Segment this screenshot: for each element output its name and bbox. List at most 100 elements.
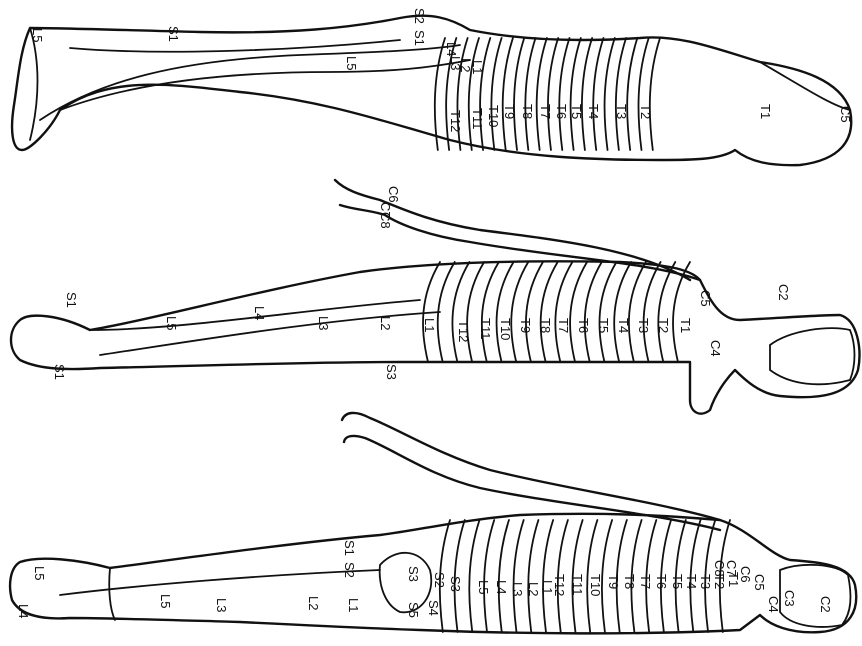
label-bot-L4: L4	[495, 580, 508, 594]
dermatome-band-line	[616, 38, 626, 150]
label-bot-T8: T8	[623, 574, 636, 589]
top-figure-outline	[12, 16, 851, 166]
label-mid-T3: T3	[637, 318, 650, 333]
dermatome-band-line	[480, 38, 490, 150]
label-top-S2: S2	[413, 8, 426, 24]
label-mid-C5: C5	[699, 290, 712, 307]
label-mid-C4: C4	[709, 340, 722, 357]
dermatome-band-line	[491, 38, 501, 150]
label-mid-T8: T8	[539, 318, 552, 333]
label-top-T5: T5	[570, 104, 583, 119]
dermatome-band-line	[525, 38, 535, 150]
label-mid-T12: T12	[457, 320, 470, 342]
dermatome-band-line	[499, 520, 509, 632]
label-bot-T9: T9	[607, 574, 620, 589]
label-mid-L4: L4	[253, 306, 266, 320]
label-top-S1-buttock: S1	[413, 30, 426, 46]
label-bot-T4: T4	[685, 574, 698, 589]
dermatome-band-line	[650, 38, 660, 150]
label-bot-C4: C4	[767, 596, 780, 613]
dermatome-band-line	[627, 38, 637, 150]
dermatome-band-line	[638, 38, 648, 150]
dermatome-band-line	[503, 38, 513, 150]
label-bot-L1-leg: L1	[347, 598, 360, 612]
label-bot-C3: C3	[783, 590, 796, 607]
dermatome-band-line	[537, 38, 547, 150]
label-mid-S1-bottom: S1	[53, 364, 66, 380]
middle-dermatome-bands	[423, 262, 690, 362]
label-top-T11: T11	[471, 108, 484, 129]
label-mid-C2: C2	[777, 284, 790, 301]
label-top-L5-leg: L5	[345, 56, 358, 70]
label-top-T7: T7	[539, 104, 552, 119]
dermatome-band-line	[469, 520, 479, 632]
label-bot-T12: T12	[553, 574, 566, 596]
label-mid-S3: S3	[385, 364, 398, 380]
label-bot-L2: L2	[527, 582, 540, 596]
label-bot-S3-a: S3	[407, 566, 420, 582]
dermatome-band-line	[469, 38, 479, 150]
label-mid-L5: L5	[165, 316, 178, 330]
label-top-T9: T9	[503, 104, 516, 119]
label-bot-S4: S4	[427, 600, 440, 616]
label-bot-L2-leg: L2	[307, 596, 320, 610]
label-bot-S5: S5	[407, 602, 420, 618]
label-mid-T4: T4	[617, 318, 630, 333]
label-top-L5-foot: L5	[31, 28, 44, 42]
label-top-T12: T12	[449, 110, 462, 132]
label-bot-T7: T7	[639, 574, 652, 589]
label-mid-L2: L2	[379, 316, 392, 330]
middle-figure-outline	[11, 180, 859, 414]
label-mid-T6: T6	[577, 318, 590, 333]
dermatome-band-line	[548, 38, 558, 150]
label-bot-C6: C6	[739, 566, 752, 583]
label-bot-L3: L3	[511, 582, 524, 596]
label-bot-S2-a: S2	[343, 562, 356, 578]
dermatome-band-line	[513, 520, 523, 632]
label-mid-T9: T9	[519, 318, 532, 333]
label-mid-T10: T10	[499, 318, 512, 340]
label-top-T1: T1	[759, 104, 772, 119]
label-mid-T5: T5	[597, 318, 610, 333]
label-bot-C7: C7	[725, 560, 738, 577]
dermatome-band-line	[605, 38, 615, 150]
label-bot-T5: T5	[671, 574, 684, 589]
label-top-T2: T2	[639, 104, 652, 119]
dermatome-band-line	[484, 520, 494, 632]
label-bot-T11: T11	[571, 574, 584, 595]
label-mid-S1-top: S1	[65, 292, 78, 308]
label-mid-T11: T11	[479, 318, 492, 339]
dermatome-band-line	[571, 38, 581, 150]
label-mid-T1: T1	[679, 318, 692, 333]
label-mid-T2: T2	[657, 318, 670, 333]
label-bot-C5: C5	[753, 574, 766, 591]
label-mid-C8: C8	[379, 212, 392, 229]
label-top-L3: L3	[449, 56, 462, 70]
label-bot-L4-foot: L4	[17, 604, 30, 618]
label-mid-T7: T7	[557, 318, 570, 333]
label-mid-L1: L1	[423, 318, 436, 332]
label-bot-S2-b: S2	[433, 572, 446, 588]
dermatome-band-line	[528, 520, 538, 632]
dermatome-band-line	[593, 38, 603, 150]
dermatome-band-line	[514, 38, 524, 150]
label-top-T8: T8	[521, 104, 534, 119]
label-top-T3: T3	[615, 104, 628, 119]
label-top-L4: L4	[445, 42, 458, 56]
label-bot-T10: T10	[589, 574, 602, 596]
label-top-T6: T6	[555, 104, 568, 119]
label-mid-C6: C6	[387, 186, 400, 203]
label-bot-S1: S1	[343, 540, 356, 556]
label-bot-L5-foot: L5	[33, 566, 46, 580]
label-top-S1-foot: S1	[167, 26, 180, 42]
label-bot-L5: L5	[477, 580, 490, 594]
label-bot-T6: T6	[655, 574, 668, 589]
label-bot-L3-leg: L3	[215, 598, 228, 612]
dermatome-band-line	[582, 38, 592, 150]
label-bot-C2: C2	[819, 596, 832, 613]
top-dermatome-bands	[435, 38, 660, 150]
dermatome-band-line	[559, 38, 569, 150]
label-bot-T3: T3	[699, 574, 712, 589]
label-top-T10: T10	[487, 105, 500, 127]
label-bot-L5-leg: L5	[159, 594, 172, 608]
